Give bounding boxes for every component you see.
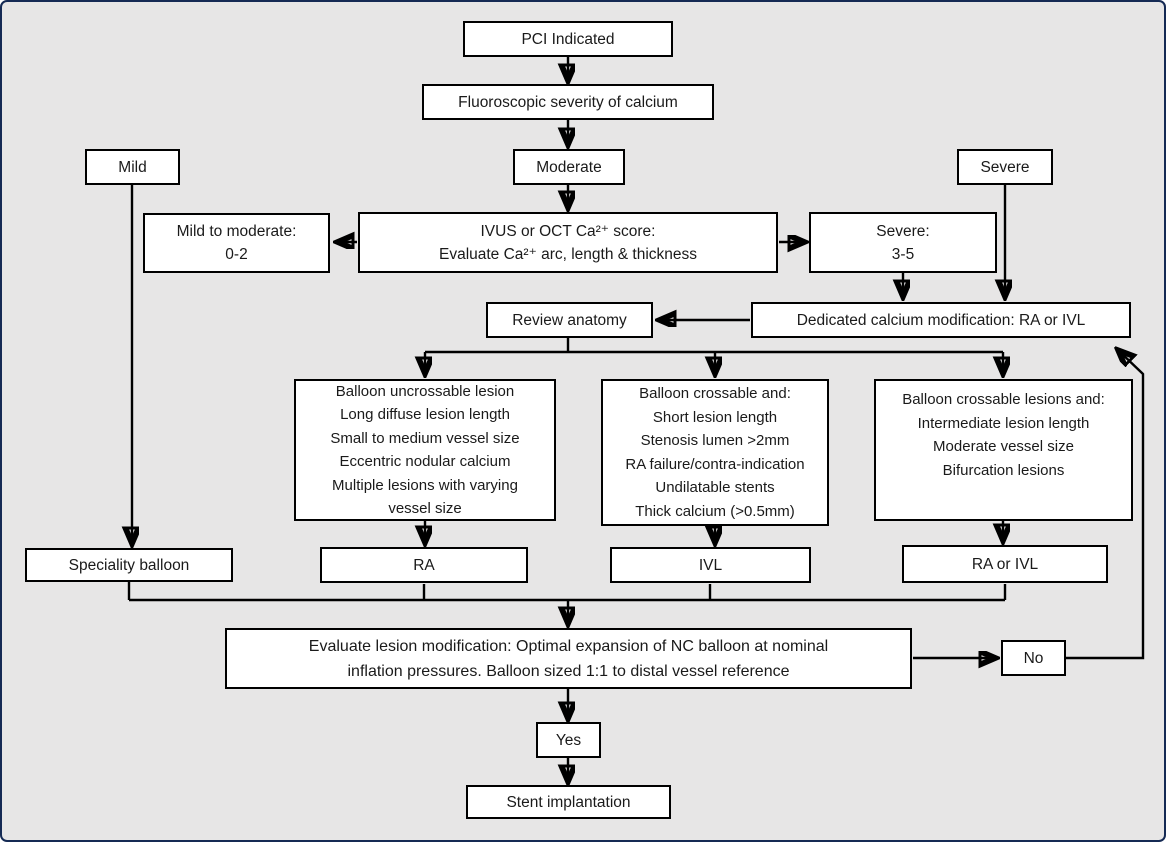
node-line: Stenosis lumen >2mm bbox=[640, 432, 790, 449]
node-label: Yes bbox=[555, 731, 582, 749]
node-label: Moderate bbox=[536, 158, 602, 176]
node-review-anatomy: Review anatomy bbox=[486, 302, 653, 338]
node-line: Thick calcium (>0.5mm) bbox=[635, 502, 795, 520]
node-line: Long diffuse lesion length bbox=[340, 406, 510, 423]
node-line: Evaluate Ca²⁺ arc, length & thickness bbox=[438, 245, 698, 263]
node-line: Multiple lesions with varying bbox=[332, 476, 518, 494]
node-ra-or-ivl: RA or IVL bbox=[902, 545, 1108, 583]
node-line: Evaluate lesion modification: Optimal ex… bbox=[308, 637, 829, 655]
node-pci-indicated: PCI Indicated bbox=[463, 21, 673, 57]
node-speciality-balloon: Speciality balloon bbox=[25, 548, 233, 582]
node-stent-implantation: Stent implantation bbox=[466, 785, 671, 819]
node-severe: Severe bbox=[957, 149, 1053, 185]
node-evaluate-lesion-modification: Evaluate lesion modification: Optimal ex… bbox=[225, 628, 912, 689]
node-line: RA failure/contra-indication bbox=[625, 455, 805, 473]
node-ra-ivl-criteria: Balloon crossable lesions and: Intermedi… bbox=[874, 379, 1133, 521]
node-ra-criteria: Balloon uncrossable lesion Long diffuse … bbox=[294, 379, 556, 521]
node-label: Review anatomy bbox=[512, 311, 627, 329]
node-line: Short lesion length bbox=[652, 408, 778, 426]
node-mild-to-moderate-score: Mild to moderate: 0-2 bbox=[143, 213, 330, 273]
node-label: Dedicated calcium modification: RA or IV… bbox=[796, 311, 1086, 329]
node-line: Mild to moderate: bbox=[176, 223, 297, 240]
node-line: Moderate vessel size bbox=[933, 438, 1074, 455]
node-line: 3-5 bbox=[891, 245, 915, 263]
node-label: No bbox=[1023, 649, 1044, 667]
line-outcome-collector bbox=[127, 582, 1007, 602]
arrow-no-loop-to-dedicated bbox=[1066, 352, 1145, 660]
node-label: Speciality balloon bbox=[68, 556, 190, 574]
node-line: inflation pressures. Balloon sized 1:1 t… bbox=[347, 662, 790, 680]
node-moderate: Moderate bbox=[513, 149, 625, 185]
node-label: Stent implantation bbox=[506, 793, 631, 811]
node-line: 0-2 bbox=[225, 246, 248, 263]
node-line: Eccentric nodular calcium bbox=[339, 453, 511, 470]
node-label: PCI Indicated bbox=[521, 30, 615, 48]
node-line: Severe: bbox=[876, 222, 930, 240]
node-line: IVUS or OCT Ca²⁺ score: bbox=[480, 222, 656, 240]
node-label: IVL bbox=[698, 556, 723, 574]
node-line: Bifurcation lesions bbox=[942, 461, 1065, 479]
node-line: vessel size bbox=[388, 500, 462, 517]
node-label: Severe bbox=[980, 158, 1030, 176]
node-ivl: IVL bbox=[610, 547, 811, 583]
node-fluoroscopic-severity: Fluoroscopic severity of calcium bbox=[422, 84, 714, 120]
node-label: Fluoroscopic severity of calcium bbox=[458, 93, 678, 111]
node-label: Mild bbox=[118, 158, 147, 176]
node-line: Balloon crossable and: bbox=[639, 385, 791, 402]
node-no: No bbox=[1001, 640, 1066, 676]
node-line: Small to medium vessel size bbox=[330, 429, 520, 447]
node-ivus-oct-score: IVUS or OCT Ca²⁺ score: Evaluate Ca²⁺ ar… bbox=[358, 212, 778, 273]
node-line: Undilatable stents bbox=[655, 479, 775, 496]
node-mild: Mild bbox=[85, 149, 180, 185]
node-yes: Yes bbox=[536, 722, 601, 758]
node-ivl-criteria: Balloon crossable and: Short lesion leng… bbox=[601, 379, 829, 526]
node-line: Balloon uncrossable lesion bbox=[335, 382, 515, 400]
node-severe-score: Severe: 3-5 bbox=[809, 212, 997, 273]
node-line: Intermediate lesion length bbox=[917, 414, 1090, 432]
line-review-branch bbox=[425, 338, 1003, 354]
node-label: RA or IVL bbox=[971, 555, 1039, 573]
node-label: RA bbox=[413, 556, 435, 574]
node-line: Balloon crossable lesions and: bbox=[902, 391, 1105, 408]
node-dedicated-calcium-modification: Dedicated calcium modification: RA or IV… bbox=[751, 302, 1131, 338]
node-ra: RA bbox=[320, 547, 528, 583]
